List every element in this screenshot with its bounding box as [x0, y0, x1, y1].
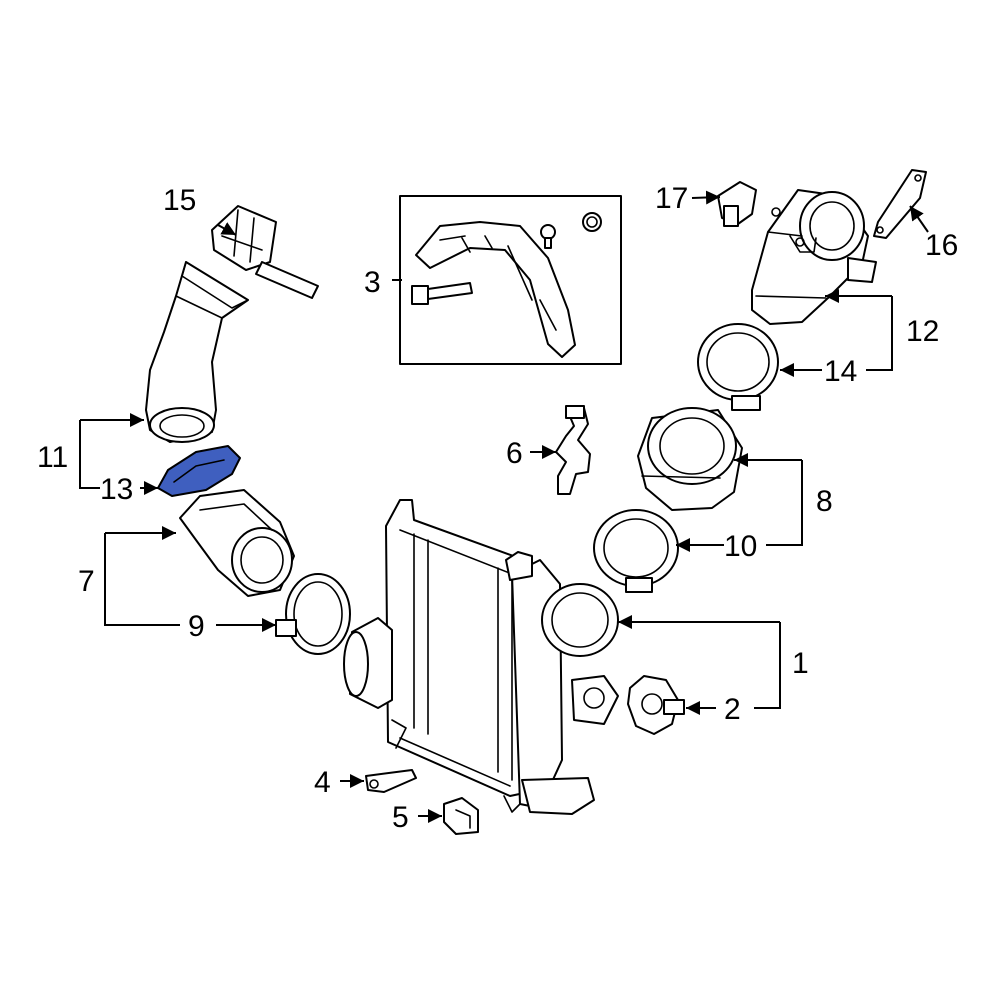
callout-8: 8 — [816, 485, 833, 518]
callout-11: 11 — [37, 441, 68, 474]
leader-lines — [79, 190, 929, 823]
callout-15: 15 — [163, 184, 196, 217]
part-12-throttle-housing[interactable] — [751, 189, 877, 325]
part-17-sensor[interactable] — [717, 181, 757, 227]
leader-11-bracket — [79, 420, 100, 489]
callout-labels: 15 3 17 16 12 14 6 11 13 8 10 7 9 1 2 4 … — [37, 182, 958, 834]
leader-12b — [866, 296, 893, 371]
part-14-clamp[interactable] — [697, 323, 779, 411]
callout-7: 7 — [78, 565, 95, 598]
callout-16: 16 — [925, 229, 958, 262]
part-7-elbow-duct[interactable] — [179, 489, 295, 597]
part-3-bracket-kit[interactable] — [399, 195, 622, 365]
part-8-charge-pipe[interactable] — [637, 407, 743, 511]
callout-17: 17 — [655, 182, 688, 215]
part-15-sensor[interactable] — [211, 205, 319, 299]
part-9-clamp[interactable] — [275, 573, 351, 655]
leader-17 — [691, 190, 721, 205]
callout-1: 1 — [792, 647, 809, 680]
callout-12: 12 — [906, 315, 939, 348]
part-10-clamp[interactable] — [593, 509, 679, 593]
leader-15 — [217, 222, 237, 236]
part-2-pressure-sensor[interactable] — [627, 675, 685, 735]
part-13-gasket-highlighted[interactable] — [157, 445, 241, 497]
callout-4: 4 — [314, 766, 331, 799]
leader-16 — [909, 205, 929, 233]
callout-5: 5 — [392, 801, 409, 834]
callout-3: 3 — [364, 266, 381, 299]
part-1-intercooler[interactable] — [343, 499, 619, 815]
leader-8-bracket — [766, 460, 803, 546]
callout-10: 10 — [724, 530, 757, 563]
callout-13: 13 — [100, 473, 133, 506]
part-16-bracket[interactable] — [873, 169, 927, 239]
part-5-mount[interactable] — [443, 797, 479, 835]
callout-14: 14 — [824, 355, 857, 388]
part-4-clip[interactable] — [365, 769, 417, 793]
part-6-vacuum-hose[interactable] — [555, 405, 591, 495]
leader-7-bracket — [104, 533, 180, 626]
callout-2: 2 — [724, 693, 741, 726]
leader-1-bracket — [754, 622, 781, 709]
part-11-intake-duct[interactable] — [145, 261, 249, 443]
callout-9: 9 — [188, 610, 205, 643]
callout-6: 6 — [506, 437, 523, 470]
